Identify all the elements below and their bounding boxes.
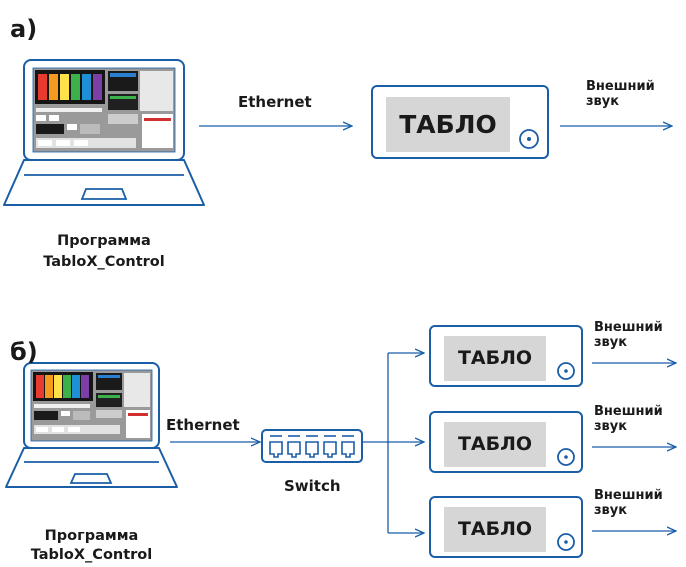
switch-port-icon [305,435,319,458]
switch-port-icon [323,435,337,458]
sound-label-b3-line2: звук [594,503,628,518]
computer-caption-a-line2: TabloX_Control [43,254,165,270]
laptop-b [5,362,178,488]
computer-caption-b-line1: Программа [44,528,139,544]
ethernet-label-b: Ethernet [166,416,240,434]
tablo-b1-label: ТАБЛО [457,347,533,369]
tablo-a-speaker-icon [519,129,539,149]
color-bar [54,375,62,398]
color-bar [71,74,80,100]
section-a-label: а) [10,15,38,43]
tablo-b1-panel [444,336,546,381]
color-bar [93,74,102,100]
tablo-b3 [429,496,583,558]
sound-label-a-line1: Внешний [586,79,655,94]
switch-port-icon [287,435,301,458]
sound-label-b2-line2: звук [594,419,628,434]
color-bar [45,375,53,398]
color-bar [81,375,89,398]
sound-label-b2-line1: Внешний [594,404,663,419]
tablo-a-label: ТАБЛО [399,110,497,139]
color-bar [82,74,91,100]
tablo-b2 [429,411,583,473]
laptop-a-screen [32,67,176,153]
sound-label-a-line2: звук [586,94,620,109]
color-bar [36,375,44,398]
computer-caption-a-line1: Программа [57,233,151,249]
tablo-b2-label: ТАБЛО [457,433,533,455]
laptop-a-touchpad [80,188,128,200]
color-bar [60,74,69,100]
tablo-a-panel [386,97,510,152]
tablo-b2-panel [444,422,546,467]
switch-port-icon [269,435,283,458]
tablo-a [371,85,549,159]
computer-caption-b-line2: TabloX_Control [30,547,153,563]
color-bar [38,74,47,100]
switch-port-icon [341,435,355,458]
laptop-a-base [3,159,205,206]
ethernet-label-a: Ethernet [238,93,312,111]
color-bar [63,375,71,398]
tablo-b1-speaker-icon [557,362,575,380]
laptop-b-touchpad [69,473,113,484]
switch-label: Switch [284,477,341,495]
section-b-label: б) [10,338,38,366]
laptop-b-base [5,447,178,488]
sound-label-b1-line1: Внешний [594,320,663,335]
laptop-b-screen [30,369,153,442]
color-bar [72,375,80,398]
tablo-b1 [429,325,583,387]
switch-device [261,429,363,463]
laptop-a [3,59,205,206]
tablo-b3-panel [444,507,546,552]
sound-label-b1-line2: звук [594,335,628,350]
color-bar [49,74,58,100]
tablo-b3-label: ТАБЛО [457,518,533,540]
tablo-b3-speaker-icon [557,533,575,551]
tablo-b2-speaker-icon [557,448,575,466]
sound-label-b3-line1: Внешний [594,488,663,503]
